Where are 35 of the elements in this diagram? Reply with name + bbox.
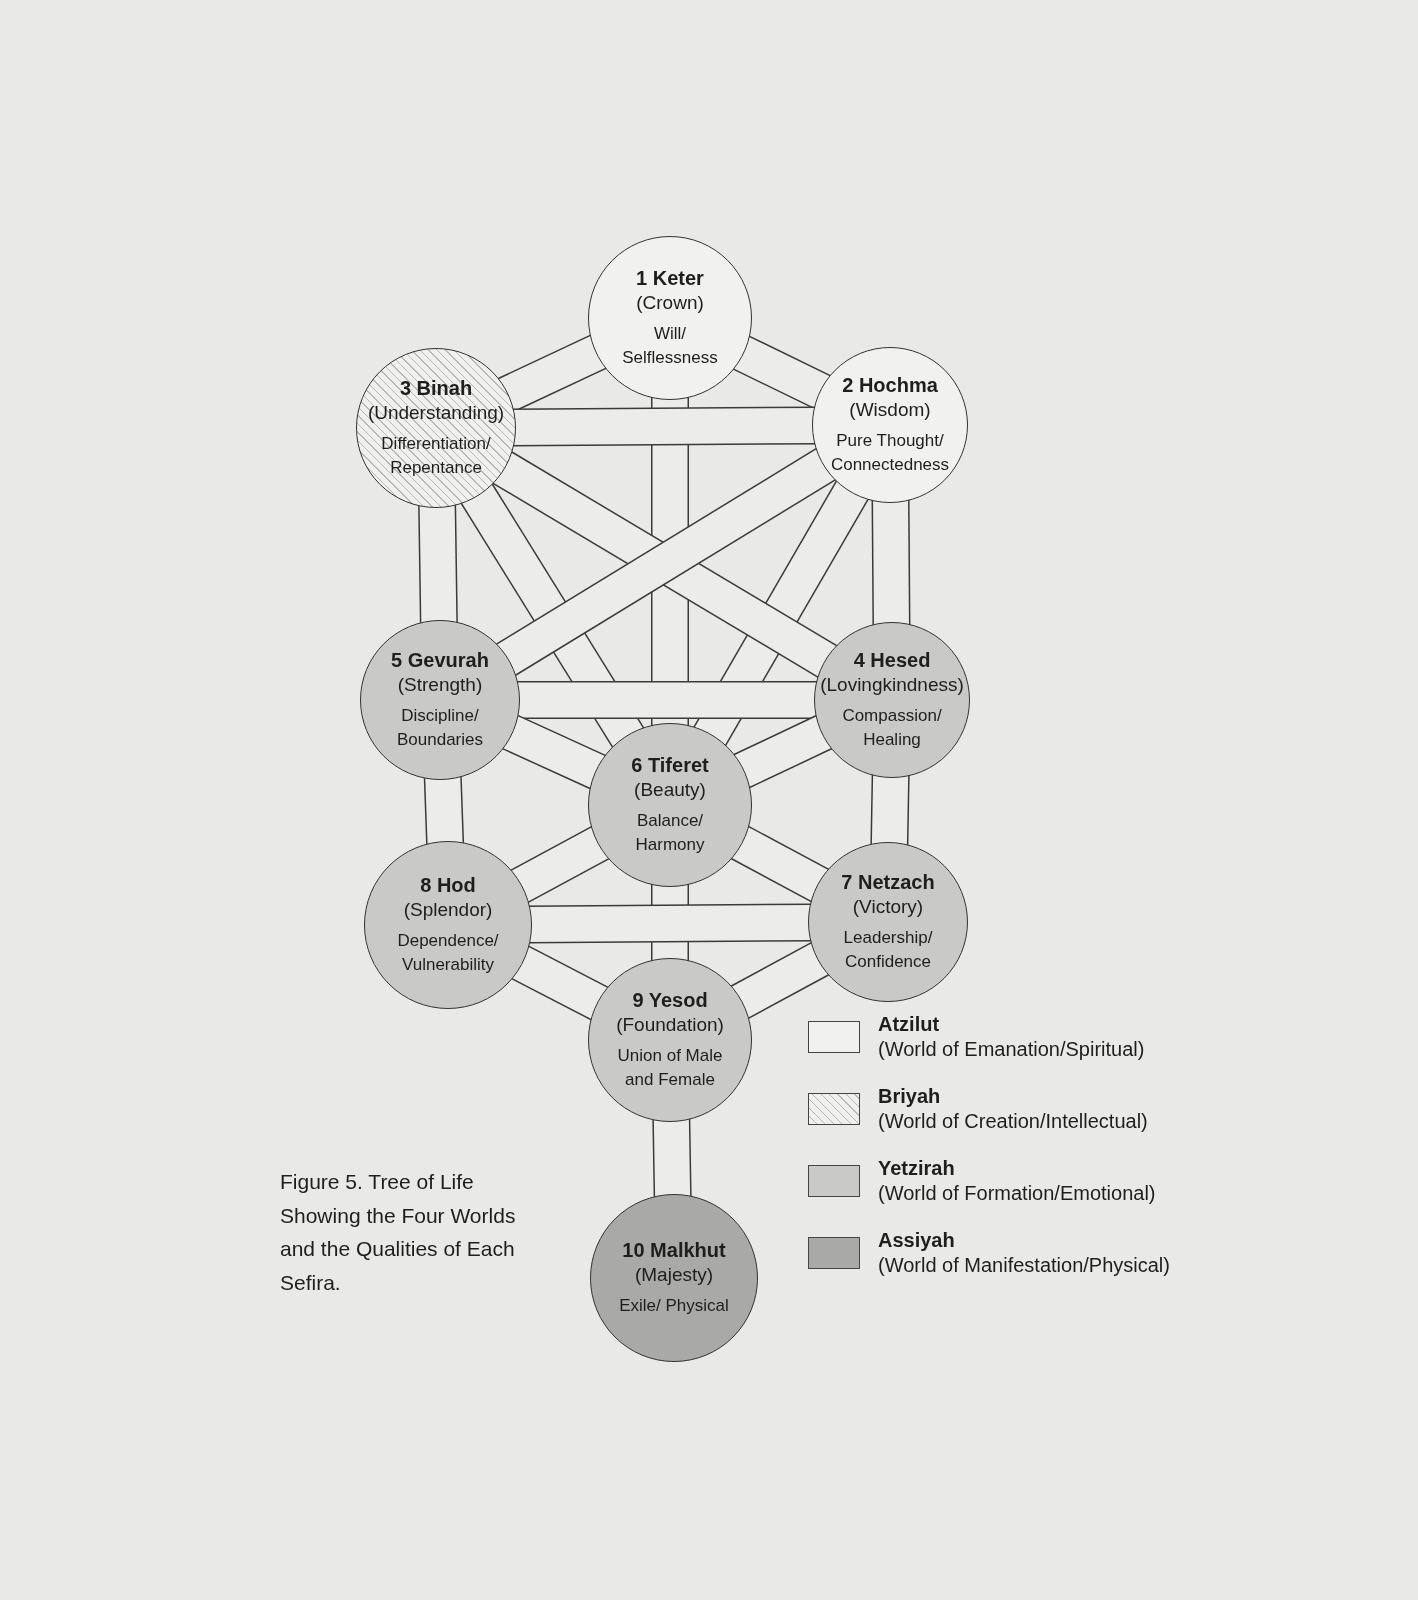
sefira-meaning: (Beauty) — [634, 778, 706, 802]
sefira-quality: Differentiation/ Repentance — [380, 432, 492, 480]
sefira-name: 7 Netzach — [841, 870, 935, 895]
sefira-meaning: (Lovingkindness) — [820, 673, 964, 697]
sefira-name: 1 Keter — [636, 266, 704, 291]
sefira-meaning: (Foundation) — [616, 1013, 724, 1037]
legend-text: Atzilut (World of Emanation/Spiritual) — [878, 1012, 1145, 1062]
sefira-meaning: (Understanding) — [367, 401, 505, 425]
sefira-quality: Exile/ Physical — [619, 1295, 729, 1317]
sefira-quality: Leadership/ Confidence — [842, 926, 934, 974]
sefira-name: 10 Malkhut — [622, 1238, 726, 1264]
sefira-name: 4 Hesed — [853, 648, 931, 673]
sefira-name: 9 Yesod — [632, 988, 708, 1013]
sefira-quality: Compassion/ Healing — [841, 704, 943, 752]
sefira-quality: Balance/ Harmony — [634, 809, 706, 857]
legend-text: Yetzirah (World of Formation/Emotional) — [878, 1156, 1156, 1206]
sefira-name: 5 Gevurah — [391, 648, 489, 673]
legend-text: Assiyah (World of Manifestation/Physical) — [878, 1228, 1170, 1278]
sefira-meaning: (Victory) — [852, 895, 924, 919]
sefira-name: 8 Hod — [420, 873, 476, 898]
sefira-meaning: (Strength) — [397, 673, 483, 697]
sefira-meaning: (Wisdom) — [849, 398, 931, 422]
figure-caption: Figure 5. Tree of Life Showing the Four Worlds and the Qualities of Each Sefira. — [280, 1169, 517, 1296]
sefira-name: 2 Hochma — [842, 373, 938, 398]
sefira-quality: Discipline/ Boundaries — [396, 704, 484, 752]
sefira-meaning: (Crown) — [636, 291, 704, 315]
sefira-name: 6 Tiferet — [631, 753, 709, 778]
sefira-quality: Union of Male and Female — [616, 1044, 724, 1092]
sefira-meaning: (Majesty) — [634, 1263, 714, 1288]
legend-text: Briyah (World of Creation/Intellectual) — [878, 1084, 1148, 1134]
sefira-quality: Pure Thought/ Connectedness — [829, 429, 951, 477]
sefira-quality: Dependence/ Vulnerability — [396, 929, 500, 977]
sefira-meaning: (Splendor) — [403, 898, 493, 922]
sefira-name: 3 Binah — [399, 376, 473, 401]
sefira-quality: Will/ Selflessness — [621, 322, 719, 370]
